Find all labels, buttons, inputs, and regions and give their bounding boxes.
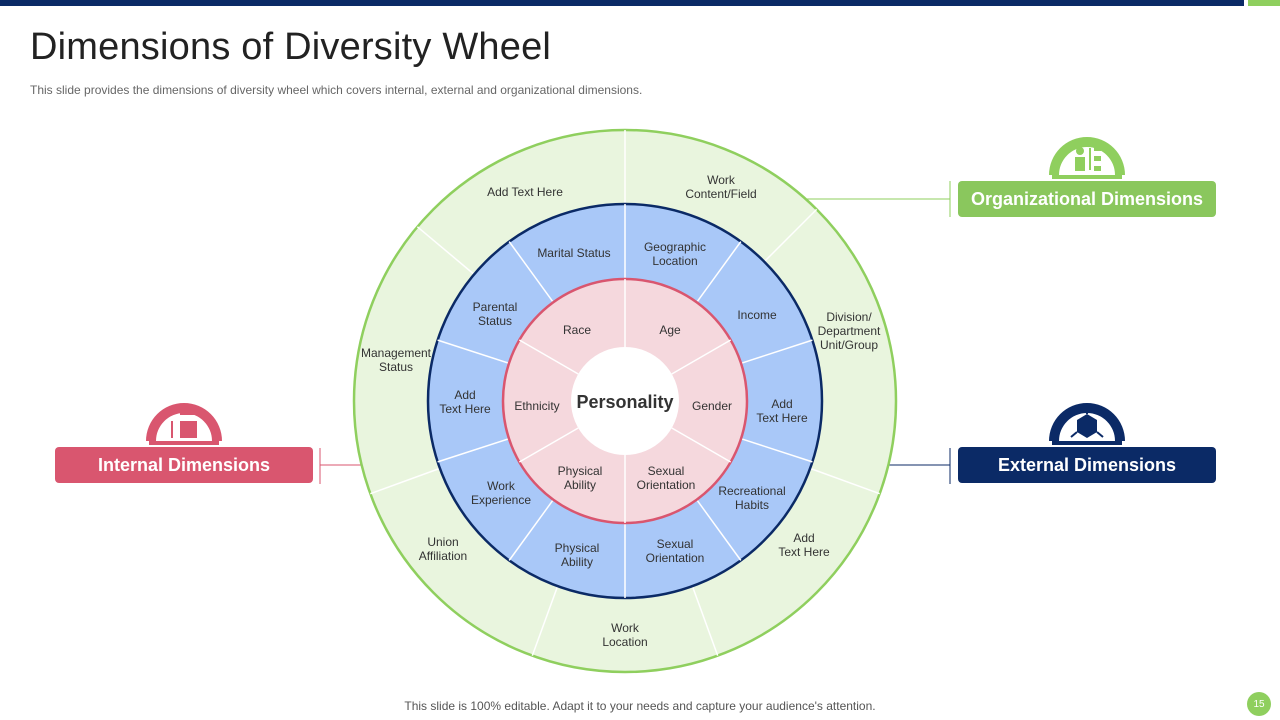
ring-divider	[531, 585, 559, 656]
middle-ring-label: Marital Status	[537, 246, 610, 260]
outer-ring-dividers	[370, 130, 880, 656]
ring-divider	[671, 339, 732, 375]
outer-ring-label: Add Text Here	[487, 185, 563, 199]
ring-divider	[518, 427, 579, 463]
top-accent-bar-navy	[0, 0, 1244, 6]
internal-dimensions-badge: Internal Dimensions	[55, 447, 313, 483]
cube-network-icon	[1049, 403, 1125, 445]
ring-divider	[437, 437, 510, 463]
page-number: 15	[1247, 692, 1271, 716]
organizational-dimensions-badge: Organizational Dimensions	[958, 181, 1216, 217]
footer-note: This slide is 100% editable. Adapt it to…	[404, 699, 876, 713]
middle-ring-label: Income	[737, 308, 777, 322]
inner-ring-label: Race	[563, 323, 591, 337]
org-chart-person-icon	[1049, 137, 1125, 179]
ring-divider	[508, 499, 554, 561]
ring-divider	[740, 339, 813, 365]
ring-divider	[691, 585, 719, 656]
ring-divider	[763, 208, 818, 263]
ring-divider	[671, 427, 732, 463]
page-title: Dimensions of Diversity Wheel	[30, 26, 552, 68]
inner-ring-dividers	[518, 279, 732, 523]
inner-ring-label: Ethnicity	[514, 399, 559, 413]
ring-divider	[696, 241, 742, 303]
ring-divider	[809, 467, 880, 495]
ring-divider	[740, 437, 813, 463]
top-accent-bar-green	[1248, 0, 1280, 6]
center-label: Personality	[576, 392, 673, 412]
external-dimensions-badge: External Dimensions	[958, 447, 1216, 483]
middle-ring-dividers	[437, 204, 813, 598]
center-circle	[571, 347, 679, 455]
ring-divider	[370, 467, 441, 495]
ring-divider	[696, 499, 742, 561]
ring-divider	[518, 339, 579, 375]
resize-box-icon	[146, 403, 222, 445]
ring-divider	[416, 226, 475, 275]
ring-divider	[508, 241, 554, 303]
inner-ring-label: Gender	[692, 399, 732, 413]
page-subtitle: This slide provides the dimensions of di…	[30, 83, 643, 97]
inner-ring-label: Age	[659, 323, 681, 337]
ring-divider	[437, 339, 510, 365]
